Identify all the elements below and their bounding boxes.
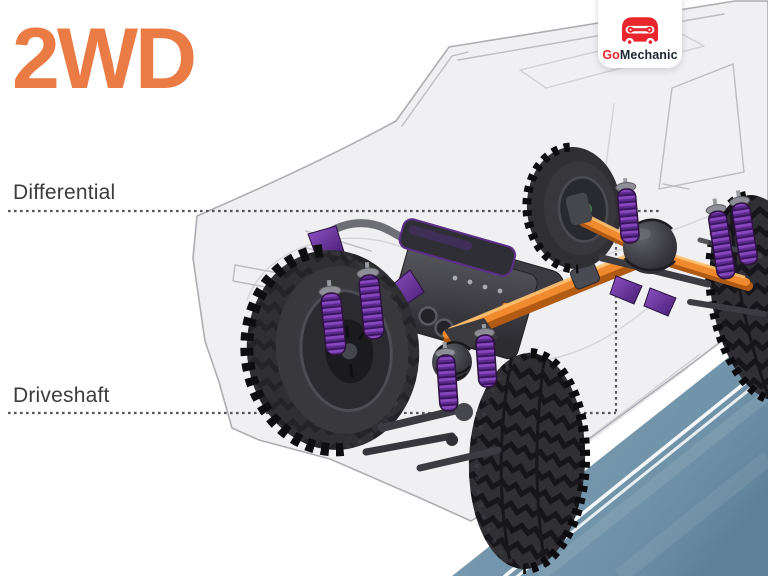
coil-spring	[356, 262, 385, 340]
steering-knuckle	[455, 403, 473, 421]
coil-spring	[729, 190, 759, 266]
door-handle	[662, 183, 690, 190]
tread-grooves	[729, 204, 768, 400]
control-arm	[416, 446, 502, 472]
windshield-pillar-line	[401, 51, 469, 127]
axle-bushing-cone	[643, 287, 677, 317]
control-arm	[362, 432, 456, 456]
ball-joint	[446, 434, 458, 446]
tread-grooves	[499, 356, 547, 567]
gomechanic-wordmark: GoMechanic	[602, 47, 678, 62]
engine-bolts	[452, 275, 503, 294]
suspension-bar	[687, 299, 767, 317]
driveshaft-group	[432, 248, 652, 382]
coil-spring	[434, 341, 459, 412]
tread-blocks	[522, 142, 579, 274]
driveshaft-highlight	[448, 248, 642, 331]
page-title: 2WD	[12, 11, 197, 107]
road-streak	[615, 451, 768, 576]
logo-text-go: Go	[602, 47, 620, 62]
coil-spring	[318, 280, 347, 356]
road-streak	[536, 389, 768, 576]
differential-label: Differential	[13, 181, 116, 204]
tread-blocks	[474, 352, 532, 570]
coil-spring	[615, 177, 640, 244]
front-right-wheel	[468, 348, 591, 574]
coil-spring	[473, 323, 498, 388]
tire-tread-texture	[709, 195, 768, 401]
engine-valve-cover	[398, 218, 517, 277]
tread-blocks	[523, 348, 591, 574]
driveshaft-label: Driveshaft	[13, 384, 110, 407]
annotation-leader-lines	[8, 209, 662, 415]
tire-tread-texture	[468, 353, 586, 569]
car-wrench-icon	[622, 16, 658, 46]
gomechanic-logo-card: GoMechanic	[598, 0, 682, 68]
axle-knuckle	[565, 192, 593, 226]
rear-door-window	[658, 63, 745, 190]
logo-text-mechanic: Mechanic	[619, 47, 678, 62]
coil-springs	[318, 177, 759, 412]
coil-spring	[705, 198, 736, 280]
sill-curve	[544, 307, 649, 361]
axle-bushing-cone	[609, 275, 643, 305]
valve-cover-sheen	[408, 225, 473, 251]
